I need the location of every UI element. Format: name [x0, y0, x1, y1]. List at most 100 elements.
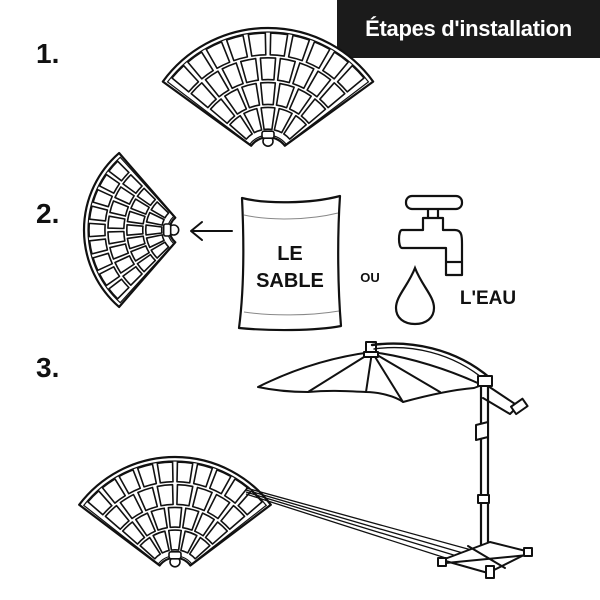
base-cell	[126, 210, 146, 225]
base-cell	[276, 57, 297, 84]
base-cell	[181, 507, 200, 531]
arrow-left-icon	[190, 221, 233, 241]
base-cell	[137, 486, 159, 512]
base-cell	[150, 241, 170, 259]
step-number-2: 2.	[36, 198, 60, 229]
base-cell	[156, 483, 174, 507]
base-cell	[92, 188, 114, 208]
base-cell	[259, 57, 277, 81]
base-cell	[108, 160, 130, 182]
base-cell	[288, 88, 313, 115]
base-cell	[122, 173, 143, 195]
base-cell	[223, 478, 249, 504]
base-cell	[300, 98, 327, 125]
base-cell	[336, 64, 365, 93]
base-cell	[188, 536, 211, 560]
base-cell	[136, 253, 157, 273]
cantilever-umbrella-icon	[257, 341, 533, 579]
base-cell	[109, 200, 130, 217]
base-cell	[190, 81, 217, 109]
sand-bag-icon: LE SABLE	[237, 194, 343, 332]
base-cell	[119, 493, 144, 520]
base-cell	[176, 461, 194, 484]
base-cell	[269, 32, 289, 57]
base-cell	[319, 81, 346, 109]
motion-lines	[245, 487, 487, 561]
base-cell	[239, 57, 260, 84]
base-cell	[292, 62, 315, 90]
base-cell	[223, 88, 248, 115]
base-cell	[221, 62, 244, 90]
base-cell	[130, 198, 150, 215]
base-cell	[88, 222, 106, 238]
base-cell	[101, 478, 127, 504]
base-cell	[136, 187, 157, 207]
base-cell	[260, 106, 276, 131]
or-label: OU	[360, 270, 380, 285]
base-cell	[88, 238, 109, 255]
base-cell	[107, 230, 126, 245]
sand-label-line1: LE	[277, 243, 303, 265]
base-cell	[305, 41, 331, 70]
base-cell	[204, 70, 230, 98]
step-number-1: 1.	[36, 38, 60, 69]
base-cell	[247, 32, 267, 57]
base-cell	[287, 34, 311, 62]
base-cell	[220, 504, 246, 531]
base-cell	[225, 34, 249, 62]
base-cell	[229, 114, 253, 140]
base-cell	[192, 463, 214, 488]
base-cell	[145, 211, 165, 226]
base-cell	[322, 51, 349, 80]
base-cell	[92, 252, 114, 272]
base-cell	[98, 266, 121, 287]
base-cell	[283, 114, 307, 140]
base-cell	[176, 483, 194, 507]
base-cell	[87, 490, 113, 516]
water-tap-icon	[397, 194, 464, 277]
base-cell	[243, 107, 263, 134]
base-cell	[187, 51, 214, 80]
base-cell	[208, 469, 232, 495]
sand-label-line2: SABLE	[256, 270, 324, 292]
base-cell	[107, 215, 126, 230]
base-cell	[98, 173, 121, 194]
base-cell	[104, 504, 130, 531]
base-cell	[241, 82, 261, 109]
umbrella-base-icon	[161, 26, 375, 147]
base-cell	[126, 235, 146, 250]
base-cell	[139, 536, 162, 560]
base-cell	[209, 98, 236, 125]
base-cell	[156, 461, 174, 484]
umbrella-base-icon	[78, 455, 272, 568]
base-cell	[167, 529, 183, 551]
base-cell	[273, 107, 293, 134]
base-cell	[108, 278, 130, 300]
base-cell	[114, 255, 135, 274]
base-cell	[136, 463, 158, 488]
base-cell	[191, 486, 213, 512]
base-cell	[150, 507, 169, 531]
base-cell	[171, 64, 200, 93]
base-cell	[193, 512, 216, 537]
base-cell	[118, 469, 142, 495]
page-title: Étapes d'installation	[337, 0, 600, 58]
umbrella-base-icon	[82, 151, 180, 309]
base-cell	[144, 224, 163, 236]
step-number-3: 3.	[36, 352, 60, 383]
base-cell	[145, 234, 165, 249]
water-label: L'EAU	[460, 288, 516, 309]
base-cell	[122, 265, 143, 287]
base-cell	[134, 512, 157, 537]
base-cell	[259, 81, 277, 106]
base-cell	[109, 243, 130, 260]
base-cell	[126, 224, 144, 236]
base-cell	[204, 521, 229, 545]
base-cell	[121, 521, 146, 545]
base-cell	[152, 530, 170, 554]
base-cell	[130, 245, 150, 262]
base-cell	[275, 82, 295, 109]
base-cell	[150, 201, 170, 219]
base-cell	[205, 41, 231, 70]
